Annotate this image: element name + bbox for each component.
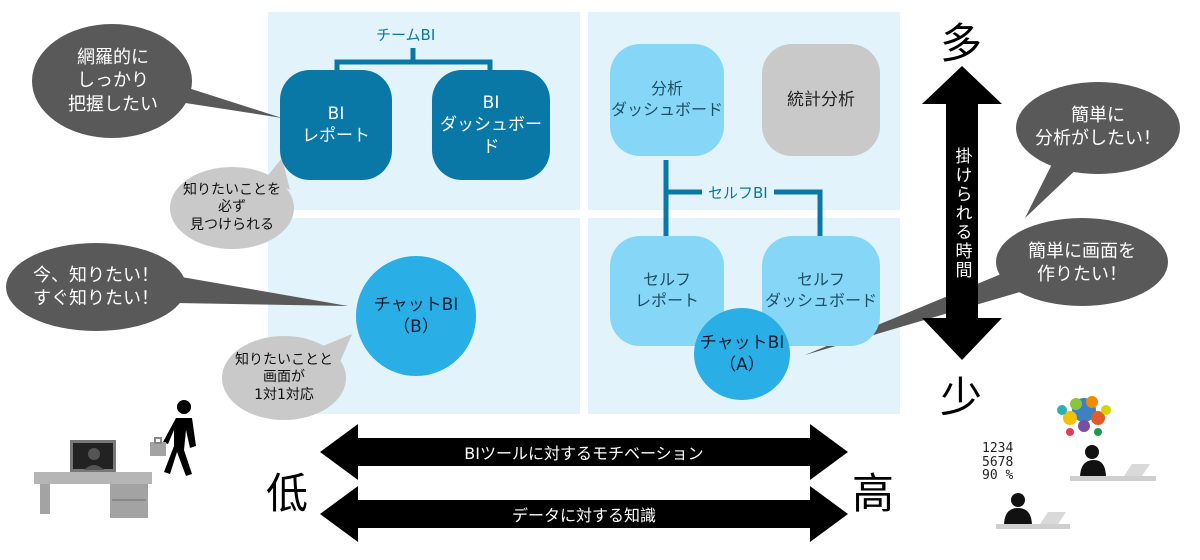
motivation-axis-label: BIツールに対するモチベーション xyxy=(464,444,704,463)
manager-desk-icon xyxy=(34,440,152,518)
time-axis-label: 掛けられる時間 xyxy=(951,146,972,280)
speech-bubble-now xyxy=(6,243,348,331)
note-text-must-see: 知りたいことを 必ず 見つけられる xyxy=(183,181,281,233)
statistical-analysis-node: 統計分析 xyxy=(762,44,880,156)
speech-bubble-comprehensive xyxy=(32,24,282,138)
speech-bubble-easy-analysis xyxy=(1016,82,1180,218)
time-axis-arrow xyxy=(922,66,1002,360)
high-label: 高 xyxy=(852,469,895,518)
analyst-numbers-icon xyxy=(996,493,1070,529)
bi-report-node: BI レポート xyxy=(280,70,392,180)
analyst-cluster-icon xyxy=(1057,396,1156,481)
bi-dashboard-node: BI ダッシュボード xyxy=(432,70,550,180)
walking-person-icon xyxy=(150,400,196,476)
self-bi-label: セルフBI xyxy=(702,182,774,203)
bubble-text-now: 今、知りたい！ すぐ知りたい！ xyxy=(33,264,159,309)
motivation-axis-arrow xyxy=(320,424,848,480)
chat-bi-a-node: チャットBI （A） xyxy=(694,308,790,400)
knowledge-axis-label: データに対する知識 xyxy=(511,506,656,525)
many-label: 多 xyxy=(940,19,983,68)
few-label: 少 xyxy=(940,373,983,422)
bubble-text-easy-analysis: 簡単に 分析がしたい！ xyxy=(1035,104,1161,149)
bubble-text-comprehensive: 網羅的に しっかり 把握したい xyxy=(68,46,158,115)
note-bubble-one-to-one xyxy=(222,334,352,420)
low-label: 低 xyxy=(266,469,309,518)
knowledge-axis-arrow xyxy=(320,486,848,542)
bubble-text-easy-screen: 簡単に画面を 作りたい！ xyxy=(1028,240,1136,285)
chat-bi-b-node: チャットBI （B） xyxy=(356,256,476,376)
numbers-figure: 1234 5678 90 % xyxy=(982,441,1014,484)
note-text-one-to-one: 知りたいことと 画面が 1対1対応 xyxy=(235,351,333,403)
team-bi-label: チームBI xyxy=(370,24,442,45)
analysis-dashboard-node: 分析 ダッシュボード xyxy=(610,44,724,156)
